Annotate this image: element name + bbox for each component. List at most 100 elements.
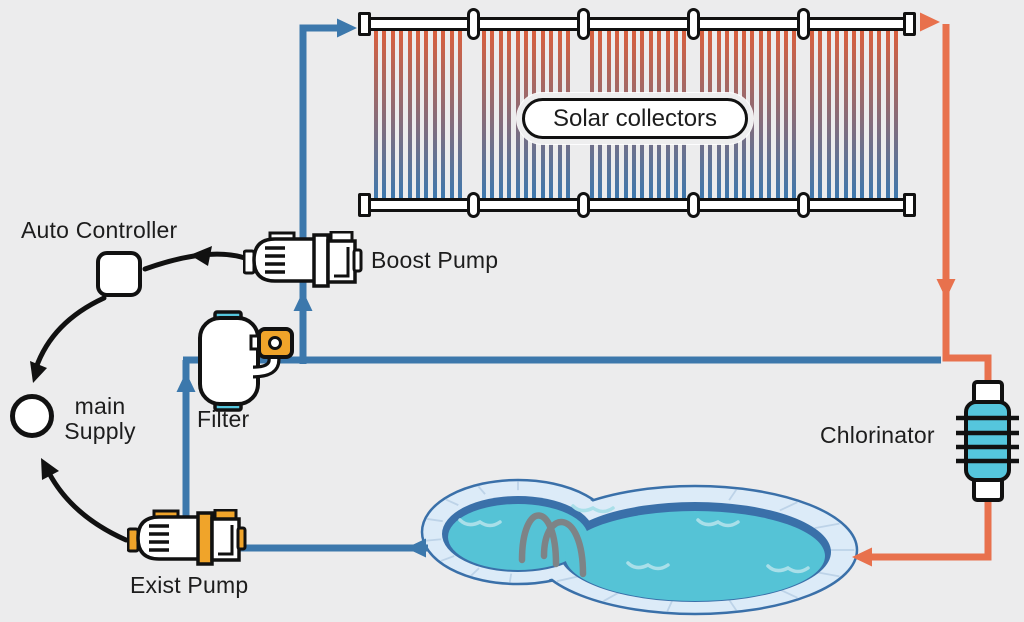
collector-tube <box>810 31 814 198</box>
line-controller-to-supply <box>33 295 107 371</box>
pool-deck-seam <box>508 573 513 583</box>
collector-cap <box>358 12 371 36</box>
collector-tube <box>792 31 797 198</box>
flow-arrow-left-icon <box>406 538 426 558</box>
control-arrows <box>30 246 212 480</box>
collector-connector-nub <box>796 192 810 218</box>
pool-deck-seam <box>440 555 455 562</box>
collector-tube <box>860 31 865 198</box>
auto-controller-icon <box>96 251 142 297</box>
collector-cap <box>903 12 916 36</box>
collector-tube <box>750 31 755 198</box>
collector-connector-nub <box>686 192 700 218</box>
flow-arrow-left-icon <box>852 547 872 567</box>
collector-connector-nub <box>686 8 700 40</box>
collector-connector-nub <box>466 8 480 40</box>
solar-collectors-label-text: Solar collectors <box>552 104 718 132</box>
boost-pump-icon <box>243 231 363 288</box>
collector-cap <box>903 193 916 217</box>
control-arrow-icon <box>30 361 47 383</box>
pool-wave-mark <box>458 518 502 528</box>
collector-tube <box>498 31 503 198</box>
collector-tube <box>390 31 395 198</box>
collector-tube <box>515 31 520 198</box>
collector-tube <box>490 31 495 198</box>
pipe-boost-riser <box>299 24 338 364</box>
collector-tube <box>424 31 429 198</box>
flow-arrow-down-icon <box>936 279 956 299</box>
hot-water-pipes <box>870 24 992 561</box>
pool-deck-seam <box>556 574 581 583</box>
collector-cap <box>358 193 371 217</box>
collector-tube <box>818 31 823 198</box>
pool-deck-seam <box>470 567 480 577</box>
cold-flow-arrows <box>176 18 426 558</box>
pool-deck-seam <box>603 591 620 602</box>
line-existpump-to-supply <box>46 470 129 543</box>
pool-deck-seam <box>666 600 673 612</box>
pool-deck-seam <box>814 522 840 530</box>
collector-tube <box>407 31 412 198</box>
pool-deck-seam <box>477 485 486 495</box>
pool-waves <box>458 504 810 574</box>
flow-arrow-up-icon <box>176 372 196 392</box>
auto-controller-label: Auto Controller <box>21 217 178 243</box>
solar-collectors-label: Solar collectors <box>522 98 748 139</box>
pool-deck-seam <box>427 518 443 523</box>
pool-wave-mark <box>696 518 740 528</box>
flow-arrow-up-icon <box>293 291 313 311</box>
main-supply-label-line1: main <box>74 393 126 419</box>
collector-tube <box>374 31 378 198</box>
pool-deck-seam <box>425 538 442 542</box>
collector-connector-nub <box>576 192 590 218</box>
collector-connector-nub <box>576 8 590 40</box>
hot-flow-arrows <box>852 12 956 567</box>
pool-icon <box>420 478 859 616</box>
exist-pump-label: Exist Pump <box>130 572 249 598</box>
collector-tube <box>767 31 772 198</box>
pool-wave-mark <box>626 561 670 571</box>
collector-tube <box>826 31 831 198</box>
main-supply-label-line2: Supply <box>64 418 136 444</box>
pool-deck-seam <box>779 501 798 512</box>
collector-tube <box>852 31 856 198</box>
collector-tube <box>868 31 873 198</box>
chlorinator-label: Chlorinator <box>820 422 935 448</box>
pool-wave-mark <box>766 564 810 574</box>
chlorinator-icon <box>956 380 1019 502</box>
collector-tube <box>441 31 446 198</box>
flow-arrow-right-icon <box>920 12 940 32</box>
pipe-collector-to-chlorinator <box>870 24 992 561</box>
collector-tube <box>416 31 420 198</box>
collector-tube <box>458 31 462 198</box>
pool-ladder-icon <box>518 512 587 578</box>
pool-deck-seam <box>728 489 737 501</box>
collector-tube <box>507 31 512 198</box>
collector-tube <box>784 31 788 198</box>
control-arrow-icon <box>41 458 59 480</box>
main-supply-label: main Supply <box>55 394 145 444</box>
boost-pump-label: Boost Pump <box>371 247 499 273</box>
collector-tube <box>885 31 890 198</box>
collector-tube <box>877 31 882 198</box>
collector-tube <box>775 31 780 198</box>
pool-deck-seam <box>445 498 459 506</box>
control-arrow-icon <box>190 246 212 266</box>
flow-arrow-right-icon <box>337 18 357 38</box>
collector-tube <box>843 31 848 198</box>
pool-wave-mark <box>571 504 615 514</box>
main-supply-icon <box>10 394 54 438</box>
collector-tube <box>482 31 486 198</box>
collector-tube <box>894 31 898 198</box>
collector-tube <box>758 31 763 198</box>
collector-tube <box>382 31 387 198</box>
collector-tube <box>399 31 404 198</box>
filter-icon <box>198 310 294 412</box>
exist-pump-icon <box>127 509 247 566</box>
pool-deck-seam <box>728 599 737 611</box>
filter-label: Filter <box>197 406 250 432</box>
collector-tube <box>835 31 840 198</box>
pool-deck-seams <box>425 481 855 612</box>
